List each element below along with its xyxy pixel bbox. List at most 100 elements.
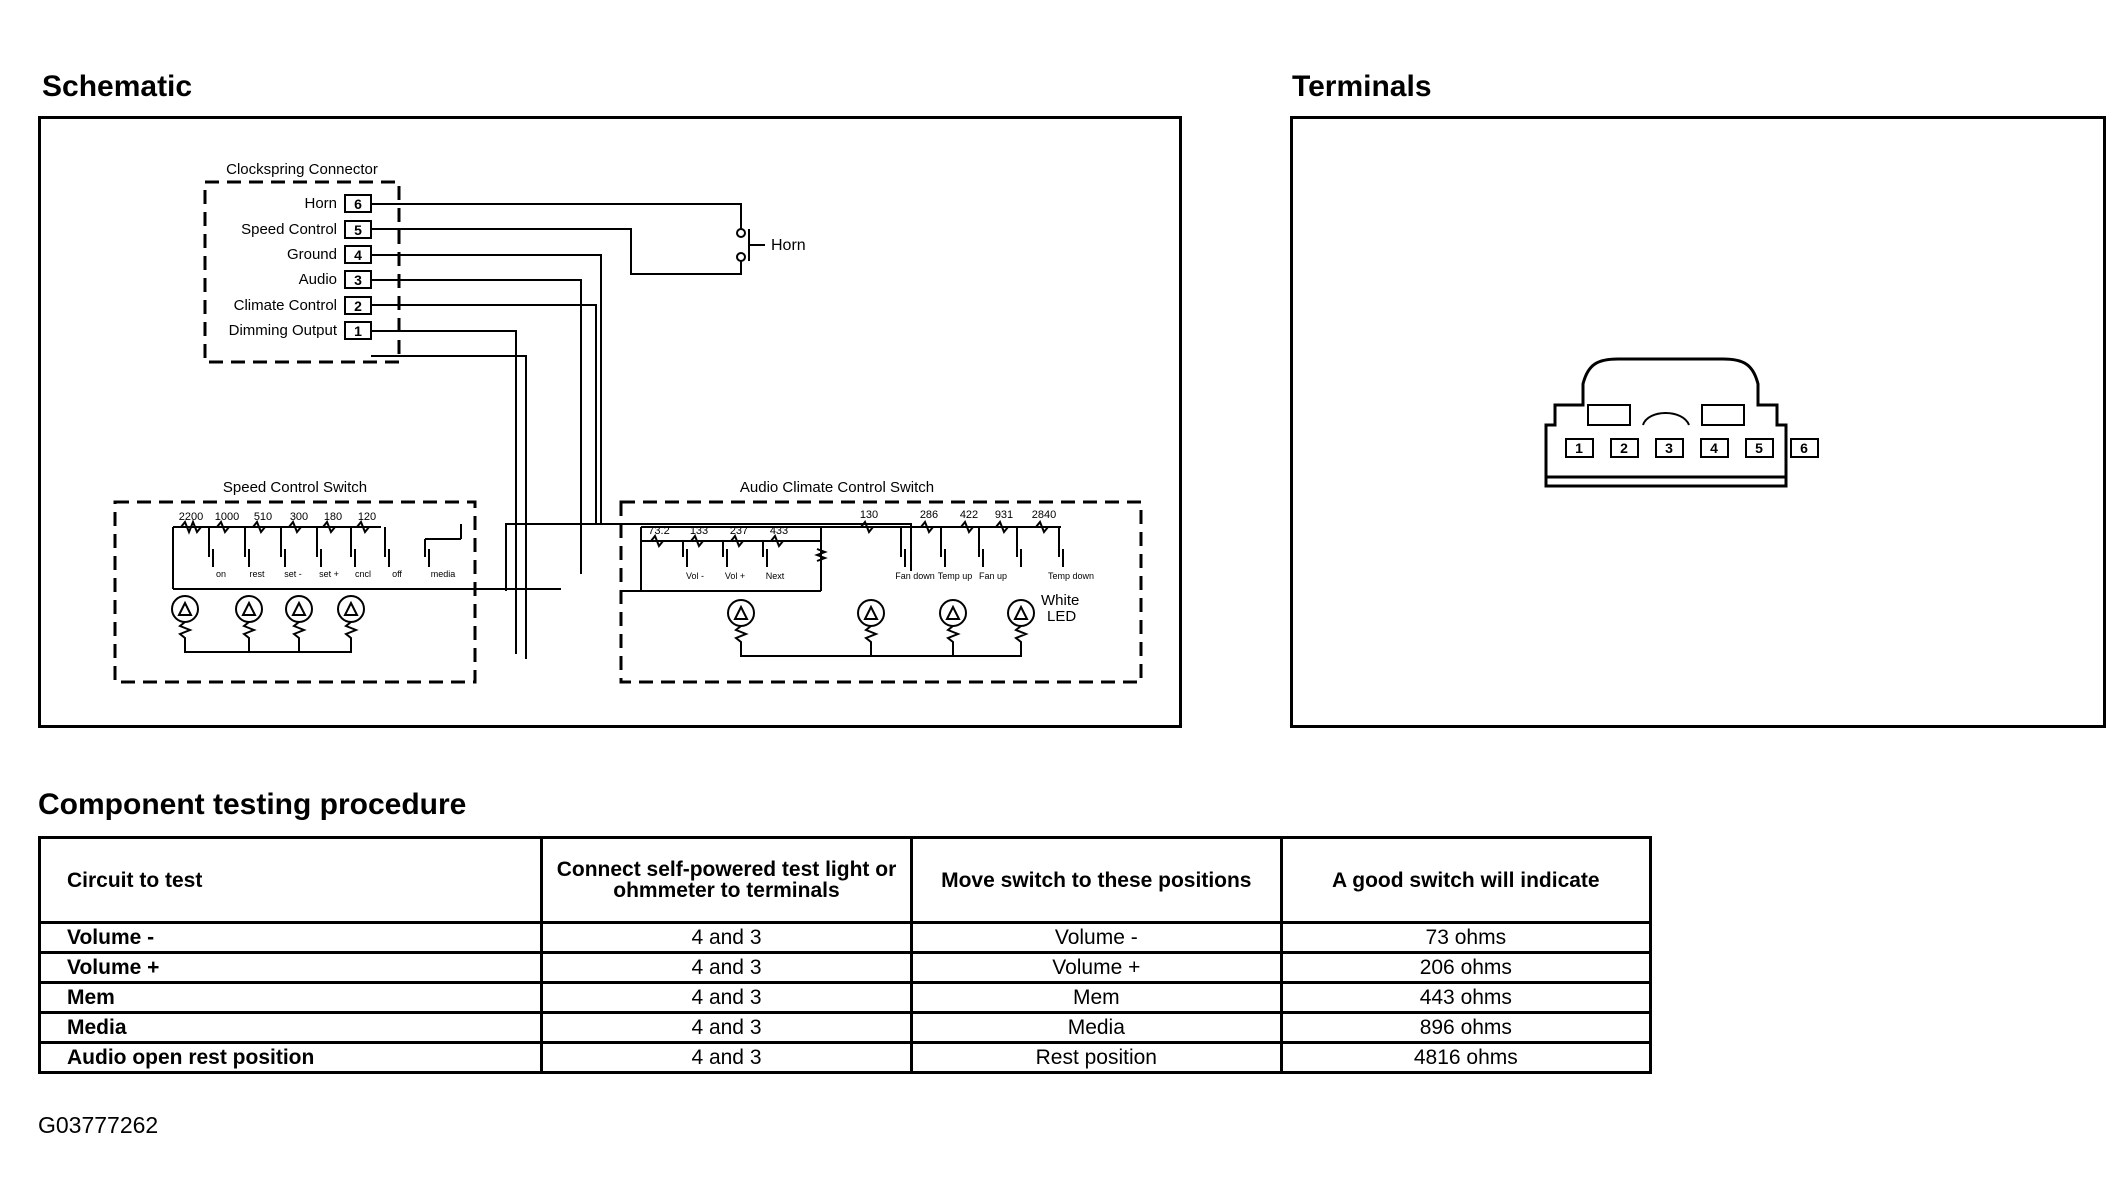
audio-resistor-4: 130 [860, 509, 878, 521]
speed-switch-on: on [216, 569, 226, 579]
procedure-table: Circuit to test Connect self-powered tes… [37, 836, 1653, 1074]
table-cell: Audio open rest position [37, 1041, 544, 1074]
table-cell: Volume + [37, 951, 544, 984]
table-cell: Volume - [37, 921, 544, 954]
terminal-pin-3 [1655, 438, 1684, 458]
audio-resistor-6: 422 [960, 509, 978, 521]
terminals-panel: 1 2 3 4 5 6 [1290, 116, 2106, 728]
audio-switch-temp-down: Temp down [1048, 571, 1094, 581]
connector-housing [1544, 357, 1788, 488]
audio-resistor-0: 73.2 [648, 525, 669, 537]
audio-resistor-3: 433 [770, 525, 788, 537]
pin-label-horn: Horn [304, 195, 337, 212]
speed-switch-off: off [392, 569, 402, 579]
speed-switch-cncl: cncl [355, 569, 371, 579]
audio-resistor-7: 931 [995, 509, 1013, 521]
harness-wires [371, 254, 912, 659]
audio-switch-temp-up: Temp up [938, 571, 973, 581]
table-cell: 73 ohms [1279, 921, 1653, 954]
table-cell: Rest position [909, 1041, 1283, 1074]
table-row: Audio open rest position 4 and 3 Rest po… [37, 1041, 1653, 1074]
table-cell: 896 ohms [1279, 1011, 1653, 1044]
table-header-row: Circuit to test Connect self-powered tes… [37, 836, 1653, 924]
speed-switch-set-minus: set - [284, 569, 302, 579]
audio-switch-fan-down: Fan down [895, 571, 935, 581]
pin-num-5: 5 [354, 222, 362, 238]
terminal-num-4: 4 [1710, 440, 1718, 456]
pin-num-2: 2 [354, 298, 362, 314]
table-cell: Volume - [909, 921, 1283, 954]
audio-switch-fan-up: Fan up [979, 571, 1007, 581]
table-cell: 4 and 3 [540, 1011, 913, 1044]
pin-num-3: 3 [354, 272, 362, 288]
speed-switch-media: media [431, 569, 456, 579]
table-row: Volume + 4 and 3 Volume + 206 ohms [37, 951, 1653, 984]
audio-resistor-5: 286 [920, 509, 938, 521]
audio-switch-vol-plus: Vol + [725, 571, 745, 581]
terminal-connector-diagram: 1 2 3 4 5 6 [1544, 357, 1819, 488]
speed-switch-circuit [171, 519, 561, 653]
horn-wiring [371, 203, 765, 275]
terminal-num-5: 5 [1755, 440, 1763, 456]
audio-switch-vol-minus: Vol - [686, 571, 704, 581]
audio-climate-switch-title: Audio Climate Control Switch [740, 479, 934, 496]
column-header: Circuit to test [37, 836, 544, 924]
schematic-panel: Clockspring Connector Horn Speed Control… [38, 116, 1182, 728]
pin-num-6: 6 [354, 196, 362, 212]
terminal-pin-1 [1565, 438, 1594, 458]
terminal-pin-6 [1790, 438, 1819, 458]
table-cell: 206 ohms [1279, 951, 1653, 984]
terminal-num-6: 6 [1800, 440, 1808, 456]
table-row: Media 4 and 3 Media 896 ohms [37, 1011, 1653, 1044]
column-header: Connect self-powered test light or ohmme… [540, 836, 913, 924]
pin-num-1: 1 [354, 323, 362, 339]
table-cell: 4 and 3 [540, 921, 913, 954]
schematic-diagram: Clockspring Connector Horn Speed Control… [113, 161, 1143, 684]
pin-num-4: 4 [354, 247, 362, 263]
speed-resistor-4: 180 [324, 511, 342, 523]
procedure-heading: Component testing procedure [38, 788, 467, 821]
table-cell: Mem [37, 981, 544, 1014]
speed-switch-rest: rest [249, 569, 265, 579]
speed-control-switch-box [113, 500, 477, 684]
column-header: A good switch will indicate [1279, 836, 1653, 924]
figure-id: G03777262 [38, 1112, 159, 1138]
led-label: LED [1047, 608, 1076, 625]
table-cell: Mem [909, 981, 1283, 1014]
horn-label: Horn [771, 237, 806, 254]
pin-label-dimming-output: Dimming Output [229, 322, 338, 339]
table-cell: 4816 ohms [1279, 1041, 1653, 1074]
audio-resistor-1: 133 [690, 525, 708, 537]
schematic-heading: Schematic [42, 70, 193, 103]
audio-switch-next: Next [766, 571, 785, 581]
speed-resistor-5: 120 [358, 511, 376, 523]
audio-resistor-2: 237 [730, 525, 748, 537]
pin-label-speed-control: Speed Control [241, 221, 337, 238]
pin-label-audio: Audio [299, 271, 337, 288]
table-cell: 4 and 3 [540, 1041, 913, 1074]
terminal-num-1: 1 [1575, 440, 1583, 456]
terminal-pin-5 [1745, 438, 1774, 458]
table-cell: 443 ohms [1279, 981, 1653, 1014]
clockspring-connector-box [203, 180, 401, 364]
terminal-num-2: 2 [1620, 440, 1628, 456]
speed-control-switch-title: Speed Control Switch [223, 479, 367, 496]
white-led-label: White [1041, 592, 1079, 609]
table-row: Mem 4 and 3 Mem 443 ohms [37, 981, 1653, 1014]
column-header: Move switch to these positions [909, 836, 1283, 924]
table-cell: 4 and 3 [540, 981, 913, 1014]
audio-resistor-8: 2840 [1032, 509, 1056, 521]
terminal-pin-2 [1610, 438, 1639, 458]
table-cell: Media [37, 1011, 544, 1044]
table-cell: 4 and 3 [540, 951, 913, 984]
terminal-pin-4 [1700, 438, 1729, 458]
speed-switch-set-plus: set + [319, 569, 339, 579]
pin-label-climate-control: Climate Control [234, 297, 337, 314]
clockspring-title: Clockspring Connector [226, 161, 378, 178]
terminals-heading: Terminals [1292, 70, 1432, 103]
speed-resistor-0: 2200 [179, 511, 203, 523]
table-row: Volume - 4 and 3 Volume - 73 ohms [37, 921, 1653, 954]
table-cell: Media [909, 1011, 1283, 1044]
speed-resistor-2: 510 [254, 511, 272, 523]
table-cell: Volume + [909, 951, 1283, 984]
